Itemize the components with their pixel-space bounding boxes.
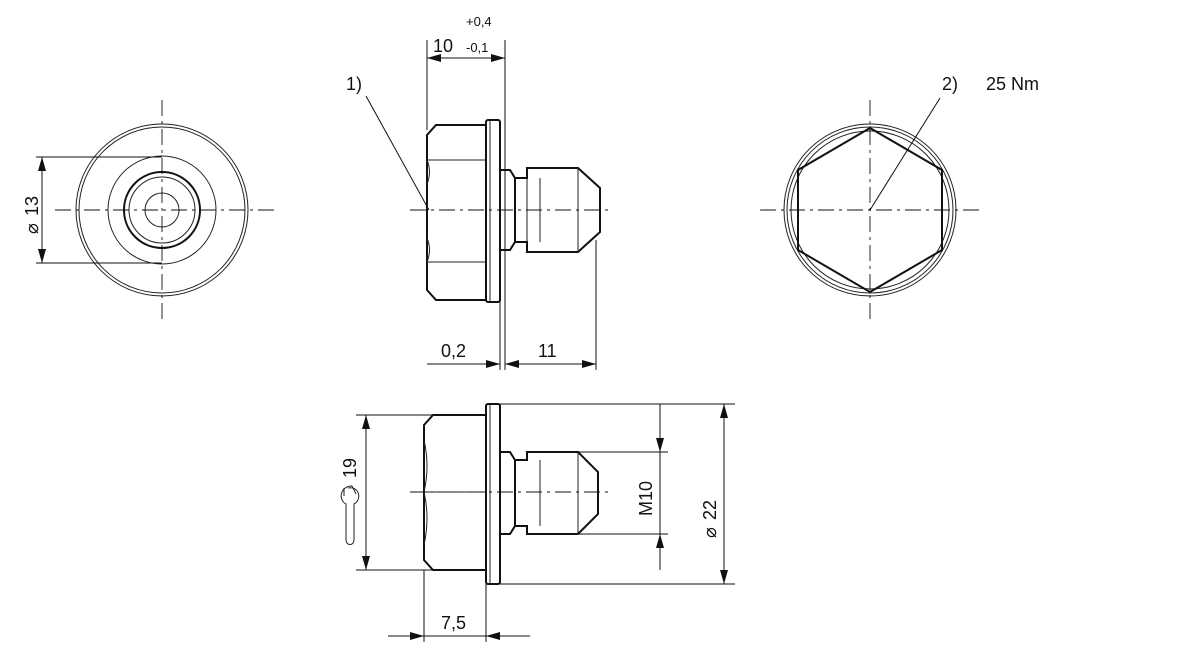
dim-across-flats: 19	[340, 458, 360, 478]
dim-inner-dia: 13	[22, 196, 42, 216]
dim-flange-dia: 22	[700, 500, 720, 520]
side-view-top: 10 +0,4 -0,1 1) 0,2 11	[346, 14, 612, 370]
dim-tol-lower: -0,1	[466, 40, 488, 55]
dim-hex-height: 7,5	[441, 613, 466, 633]
side-view-bottom: 19 M10 ⌀ 22 7,5	[340, 403, 735, 642]
wrench-icon	[340, 485, 360, 545]
torque-spec: 25 Nm	[986, 74, 1039, 94]
callout-1: 1)	[346, 74, 362, 94]
dia-symbol-13: ⌀	[22, 223, 42, 234]
dim-thread-length: 11	[538, 341, 557, 361]
end-view-left: ⌀ 13	[22, 100, 275, 320]
dia-symbol-22: ⌀	[700, 527, 720, 538]
dim-length-nominal: 10	[433, 36, 453, 56]
end-view-right: 2) 25 Nm	[760, 74, 1039, 320]
dim-thread: M10	[636, 481, 656, 516]
callout-2: 2)	[942, 74, 958, 94]
dim-tol-upper: +0,4	[466, 14, 492, 29]
dim-washer: 0,2	[441, 341, 466, 361]
